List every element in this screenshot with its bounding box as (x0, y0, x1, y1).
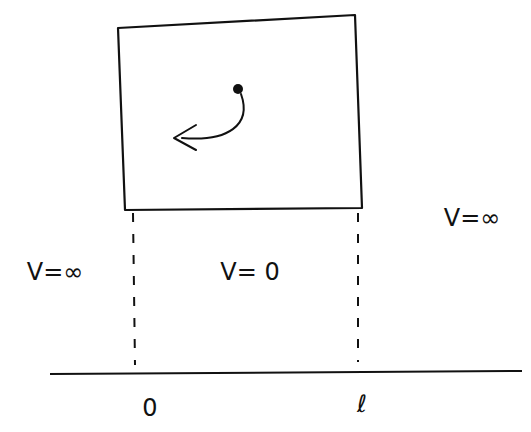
label-slot: ℓ (357, 391, 367, 417)
label-slot: V= 0 (220, 259, 279, 285)
left-wall (133, 213, 135, 365)
potential-label: V=∞ (444, 205, 501, 231)
label-slot: 0 (142, 395, 157, 421)
x-axis (50, 371, 522, 374)
potential-label: V=∞ (27, 259, 84, 285)
box-outline (118, 15, 362, 210)
label-slot: V=∞ (27, 259, 84, 285)
axis-tick-label: 0 (142, 395, 157, 421)
arrow-head (174, 125, 196, 150)
right-wall (357, 213, 359, 362)
axis-tick-label: ℓ (357, 391, 367, 417)
potential-label: V= 0 (220, 259, 279, 285)
particle-dot (233, 84, 243, 94)
label-slot: V=∞ (444, 205, 501, 231)
motion-arrow (182, 94, 244, 139)
